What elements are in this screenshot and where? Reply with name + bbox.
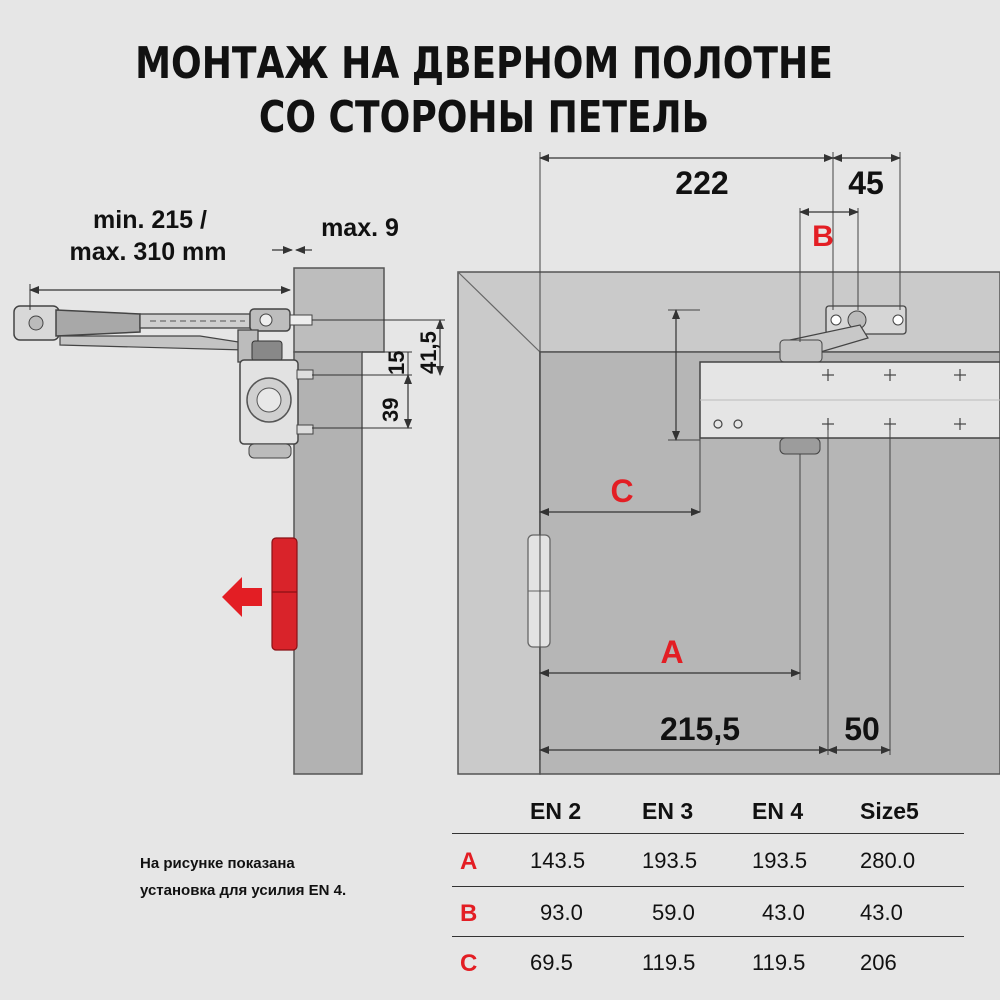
table-header: Size5	[860, 798, 919, 824]
table-divider	[452, 833, 964, 834]
front-view: 222 45 B C A 215,5 50	[457, 152, 1000, 775]
table-divider	[452, 886, 964, 887]
arm-length-line2: max. 310 mm	[69, 238, 226, 266]
table-cell: 43.0	[762, 900, 805, 925]
title-line-1: МОНТАЖ НА ДВЕРНОМ ПОЛОТНЕ	[135, 38, 833, 89]
door-leaf-section	[293, 351, 363, 775]
table-cell: 193.5	[642, 848, 698, 873]
table-cell: 143.5	[530, 848, 586, 873]
dim-41-5: 41,5	[416, 331, 441, 374]
table-row: A 143.5 193.5 193.5 280.0	[452, 840, 967, 880]
installation-note: На рисунке показана установка для усилия…	[140, 855, 347, 899]
label-c: C	[610, 473, 633, 509]
table-cell: 93.0	[540, 900, 583, 925]
closer-arm-side	[13, 305, 313, 363]
table-divider	[452, 936, 964, 937]
dim-39: 39	[378, 398, 403, 422]
table-header: EN 2	[530, 798, 582, 824]
title-line-2: СО СТОРОНЫ ПЕТЕЛЬ	[258, 92, 710, 143]
frame-head-section	[293, 267, 385, 353]
row-label: B	[460, 900, 478, 927]
table-cell: 69.5	[530, 950, 573, 975]
closer-body-side	[239, 359, 314, 459]
table-header: EN 4	[752, 798, 804, 824]
row-label: A	[460, 848, 478, 875]
arm-length-line1: min. 215 /	[93, 206, 207, 234]
dim-45: 45	[848, 165, 884, 201]
side-view: min. 215 / max. 310 mm max. 9 15 41,5 39	[13, 206, 445, 775]
table-cell: 119.5	[642, 950, 696, 975]
table-cell: 280.0	[860, 848, 916, 873]
table-cell: 206	[860, 950, 897, 975]
max-gap-label: max. 9	[321, 214, 399, 242]
dim-15: 15	[384, 351, 409, 375]
closer-body-front	[699, 361, 1000, 455]
table-cell: 59.0	[652, 900, 695, 925]
row-label: C	[460, 950, 478, 977]
table-row: B 93.0 59.0 43.0 43.0	[452, 892, 967, 932]
table-row: C 69.5 119.5 119.5 206	[452, 942, 967, 982]
table-header: EN 3	[642, 798, 694, 824]
table-cell: 193.5	[752, 848, 808, 873]
dim-222: 222	[675, 165, 728, 201]
dim-50: 50	[844, 711, 880, 747]
table-header-row: EN 2 EN 3 EN 4 Size5	[452, 790, 967, 830]
hinge-front-icon	[527, 534, 551, 648]
label-b: B	[812, 220, 834, 253]
opening-direction-arrow-icon	[222, 577, 262, 617]
hinge-icon	[271, 537, 298, 651]
dim-215-5: 215,5	[660, 711, 740, 747]
table-cell: 43.0	[860, 900, 903, 925]
label-a: A	[660, 634, 683, 670]
table-cell: 119.5	[752, 950, 806, 975]
